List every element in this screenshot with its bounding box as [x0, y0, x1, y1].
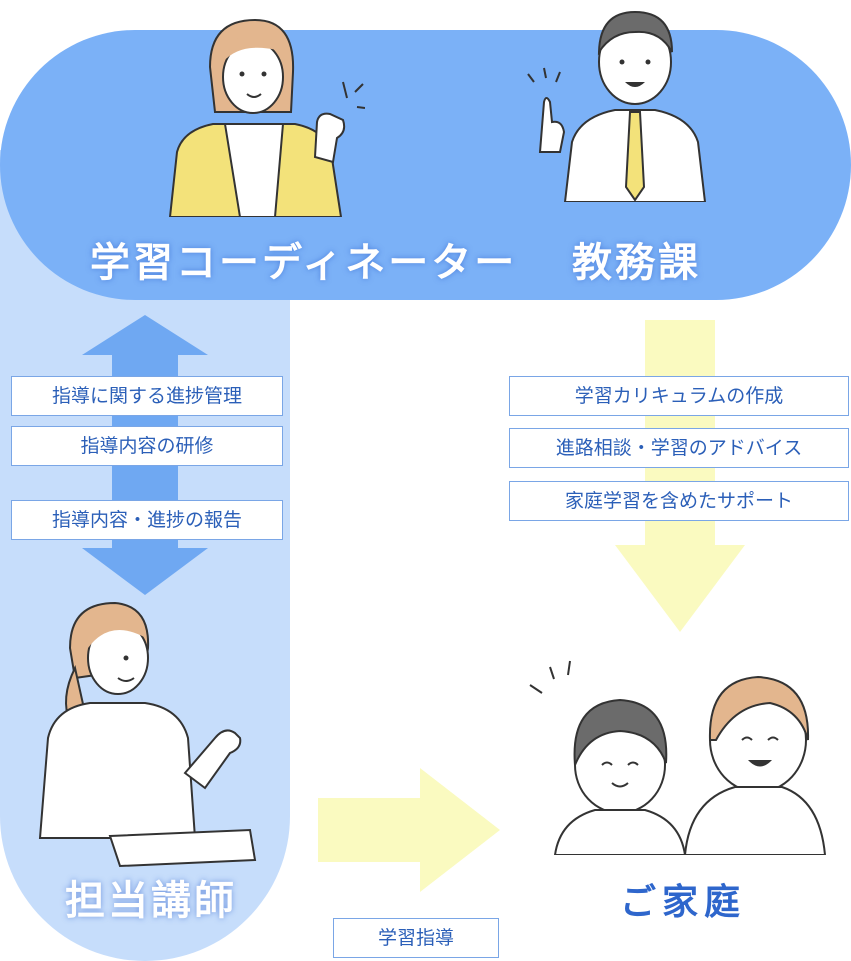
label-study-guidance: 学習指導 [333, 918, 499, 958]
label-progress-management: 指導に関する進捗管理 [11, 376, 283, 416]
tutor-title: 担当講師 [65, 878, 237, 924]
academic-affairs-illustration [520, 2, 740, 202]
label-home-study-support: 家庭学習を含めたサポート [509, 481, 849, 521]
yellow-right-arrow [318, 768, 500, 892]
tutor-illustration [30, 598, 270, 868]
top-band-background [0, 30, 851, 300]
family-title: ご家庭 [620, 882, 747, 923]
family-illustration [520, 655, 830, 855]
coordinator-title: 学習コーディネーター [90, 240, 518, 286]
academic-affairs-title: 教務課 [572, 240, 701, 286]
label-report: 指導内容・進捗の報告 [11, 500, 283, 540]
yellow-down-arrow [615, 320, 745, 632]
label-career-advice: 進路相談・学習のアドバイス [509, 428, 849, 468]
coordinator-illustration [165, 12, 365, 217]
label-training: 指導内容の研修 [11, 426, 283, 466]
label-curriculum: 学習カリキュラムの作成 [509, 376, 849, 416]
